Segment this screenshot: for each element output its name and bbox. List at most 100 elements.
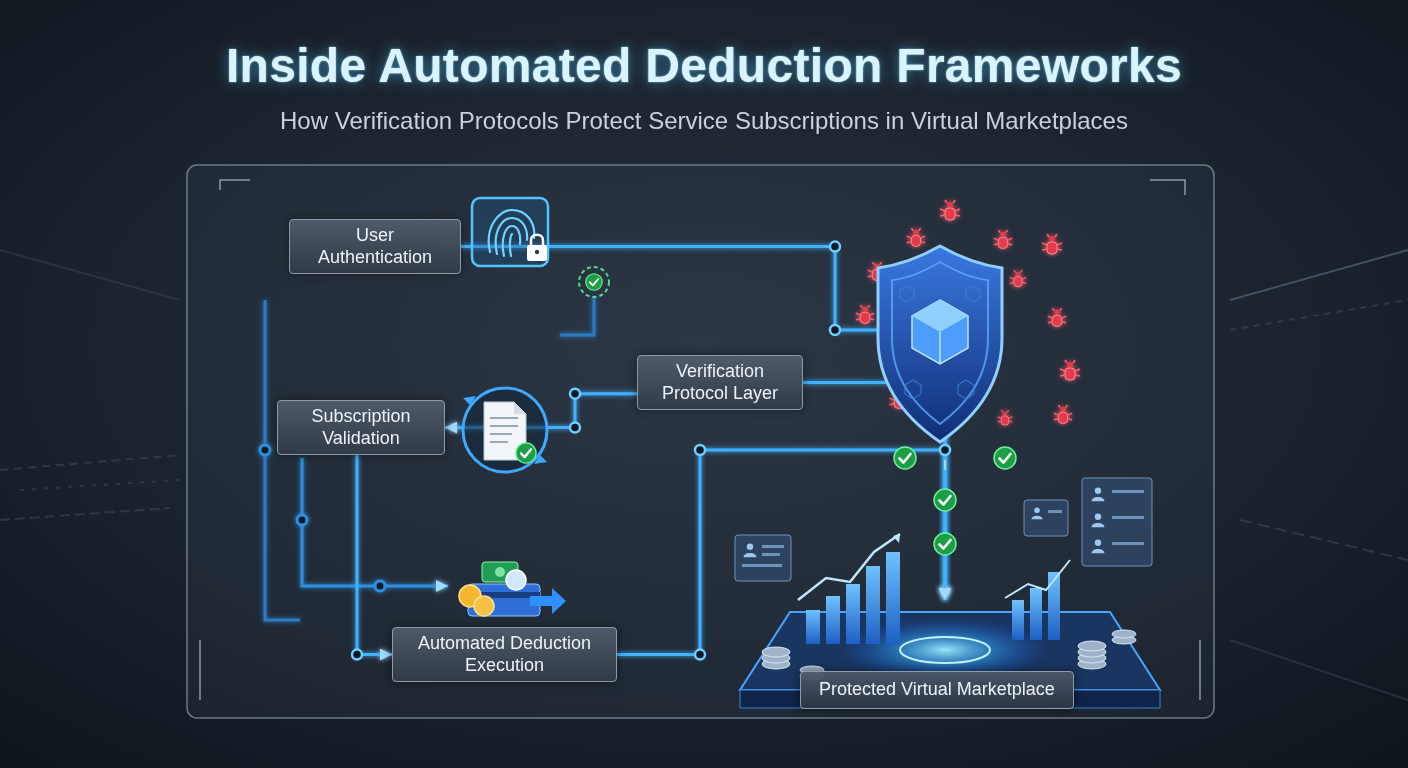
marketplace-platform xyxy=(735,535,791,581)
verification-checks xyxy=(934,533,956,555)
fingerprint-lock-icon xyxy=(472,198,548,266)
security-shield xyxy=(912,300,968,332)
status-check-icon xyxy=(579,267,609,297)
marketplace-platform xyxy=(1012,600,1024,640)
circuit-node xyxy=(830,242,840,252)
decorative-circuits xyxy=(375,581,385,591)
security-shield xyxy=(958,380,974,399)
marketplace-platform xyxy=(1112,630,1136,638)
document-cycle-icon xyxy=(463,388,547,472)
marketplace-platform xyxy=(1112,542,1144,545)
background-streaks xyxy=(20,480,180,490)
fingerprint-lock-icon xyxy=(535,250,539,254)
threat-icons xyxy=(907,228,925,246)
flow-connector xyxy=(302,274,305,400)
decorative-circuits xyxy=(302,458,448,586)
background-streaks xyxy=(0,508,170,520)
threat-icons xyxy=(1042,234,1062,254)
fingerprint-lock-icon xyxy=(510,234,512,256)
circuit-node xyxy=(570,423,580,433)
security-shield xyxy=(878,246,1002,442)
background-streaks xyxy=(0,250,180,300)
marketplace-platform xyxy=(806,610,820,644)
payment-icon xyxy=(495,567,505,577)
background-streaks xyxy=(1230,250,1408,300)
box-label: User Authentication xyxy=(300,225,450,268)
fingerprint-lock-icon xyxy=(503,226,520,256)
verification-checks xyxy=(894,447,1016,555)
panel-frame xyxy=(199,640,201,700)
document-cycle-icon xyxy=(463,388,547,472)
background-streaks xyxy=(1240,520,1408,560)
verification-checks xyxy=(894,447,916,469)
circuit-node xyxy=(695,650,705,660)
security-shield xyxy=(900,286,980,399)
circuit-node xyxy=(570,389,580,433)
marketplace-zone: Protected Virtual Marketplace xyxy=(720,600,1160,715)
marketplace-platform xyxy=(762,553,780,556)
marketplace-platform xyxy=(1112,490,1144,493)
fingerprint-lock-icon xyxy=(527,245,547,261)
background-streaks xyxy=(0,455,180,470)
fingerprint-lock-icon xyxy=(531,235,543,246)
document-cycle-icon xyxy=(490,433,512,435)
marketplace-platform xyxy=(1078,641,1106,651)
threat-icons xyxy=(1060,360,1080,380)
decorative-circuits xyxy=(260,296,594,620)
diagram-title: Inside Automated Deduction Frameworks xyxy=(0,38,1408,93)
marketplace-platform xyxy=(1092,540,1105,554)
payment-icon xyxy=(530,588,566,614)
circuit-node xyxy=(352,650,362,660)
marketplace-platform xyxy=(826,596,840,644)
box-label: Automated Deduction Execution xyxy=(403,633,606,676)
document-cycle-icon xyxy=(490,418,518,442)
marketplace-platform xyxy=(893,534,900,543)
marketplace-platform xyxy=(1112,516,1144,519)
verification-checks xyxy=(944,460,946,470)
marketplace-platform xyxy=(742,564,782,567)
process-box: User Authentication xyxy=(289,219,461,274)
flow-connector xyxy=(461,247,945,600)
marketplace-platform xyxy=(866,566,880,644)
threat-icons xyxy=(1054,405,1072,423)
process-box: Automated Deduction Execution xyxy=(392,627,617,682)
threat-icons xyxy=(998,410,1013,425)
verification-checks xyxy=(994,447,1016,469)
marketplace-platform xyxy=(1048,510,1062,513)
panel-frame xyxy=(1199,640,1201,700)
circuit-node xyxy=(695,445,705,455)
marketplace-platform xyxy=(1092,514,1105,528)
marketplace-platform xyxy=(735,478,1160,708)
marketplace-platform xyxy=(1024,500,1068,536)
marketplace-platform xyxy=(1030,588,1042,640)
box-label: Verification Protocol Layer xyxy=(648,361,792,404)
threat-icons xyxy=(994,230,1012,248)
decorative-circuits xyxy=(560,296,594,335)
panel-frame xyxy=(220,180,250,190)
document-cycle-icon xyxy=(514,402,526,414)
marketplace-platform xyxy=(846,584,860,644)
decorative-circuits xyxy=(260,445,270,455)
marketplace-platform xyxy=(900,637,990,663)
flow-connector xyxy=(357,455,392,654)
security-shield xyxy=(905,380,921,399)
process-box: Subscription Validation xyxy=(277,400,445,455)
marketplace-platform xyxy=(1092,488,1105,502)
marketplace-platform xyxy=(744,544,757,558)
diagram-subtitle: How Verification Protocols Protect Servi… xyxy=(0,107,1408,135)
marketplace-platform xyxy=(798,534,900,600)
document-cycle-icon xyxy=(490,425,518,427)
document-cycle-icon xyxy=(516,443,536,463)
decorative-circuits xyxy=(297,515,307,525)
fingerprint-lock-icon xyxy=(472,198,548,266)
circuit-node xyxy=(570,389,580,399)
circuit-node xyxy=(940,445,950,455)
threat-icons xyxy=(1048,308,1066,326)
security-shield xyxy=(900,286,914,302)
box-label: Subscription Validation xyxy=(288,406,434,449)
background-streaks xyxy=(1230,300,1408,330)
document-cycle-icon xyxy=(490,441,508,443)
security-shield xyxy=(939,332,941,364)
marketplace-platform xyxy=(1082,478,1152,566)
